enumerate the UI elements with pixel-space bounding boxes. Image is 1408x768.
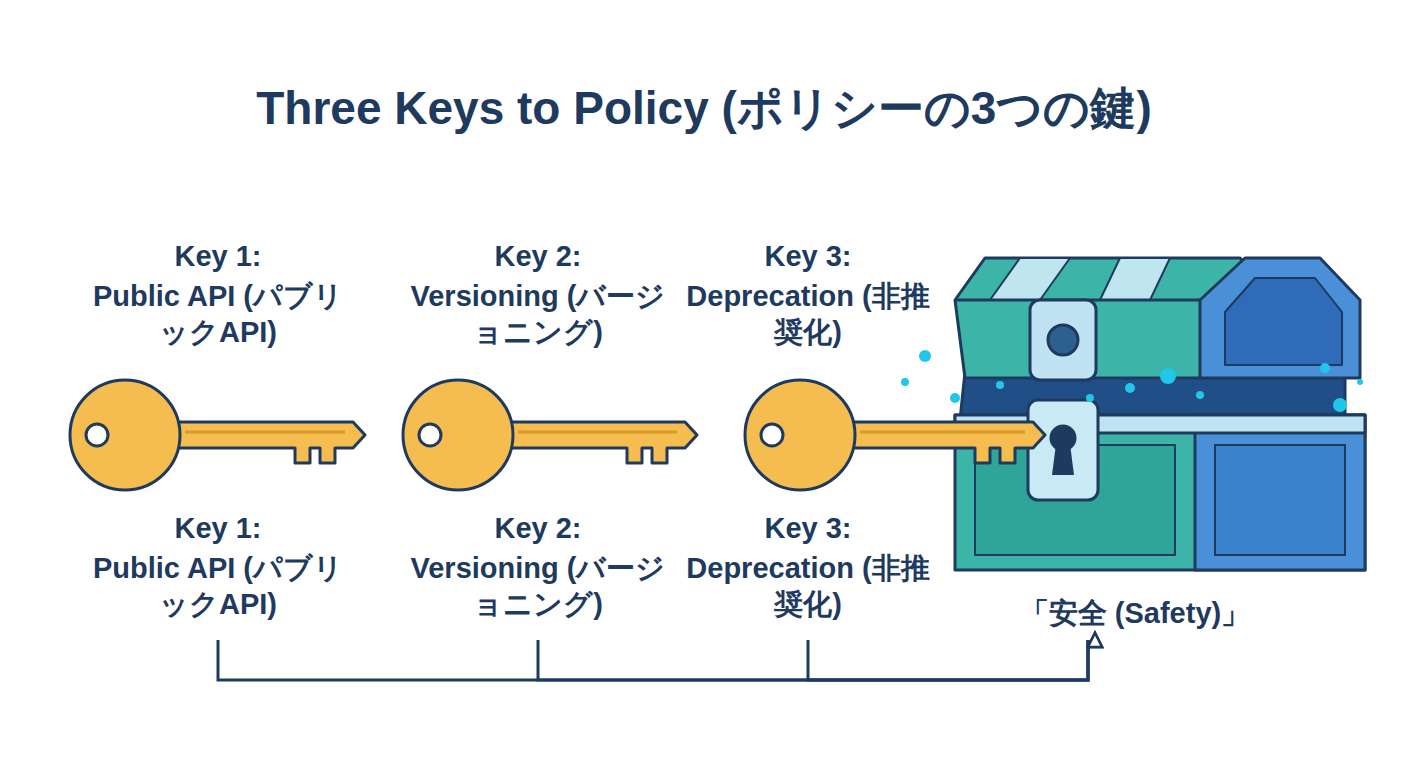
key-label: Deprecation (非推奨化)	[673, 278, 943, 350]
key-label: Versioning (バージョニング)	[403, 550, 673, 622]
key-label: Public API (パブリックAPI)	[83, 278, 353, 350]
key-label: Public API (パブリックAPI)	[83, 550, 353, 622]
key-heading: Key 1:	[68, 238, 368, 274]
key-label: Deprecation (非推奨化)	[673, 550, 943, 622]
key-heading: Key 3:	[658, 238, 958, 274]
key-heading: Key 3:	[658, 510, 958, 546]
key-label: Versioning (バージョニング)	[403, 278, 673, 350]
key-illustration	[658, 375, 1078, 505]
key-node: Key 2: Versioning (バージョニング) Key 2: Versioni…	[388, 230, 688, 640]
key-heading: Key 1:	[68, 510, 368, 546]
key-node: Key 3: Deprecation (非推奨化) Key 3: Deprecatio…	[658, 230, 958, 640]
bracket-connector	[218, 640, 1088, 680]
key-heading: Key 2:	[388, 510, 688, 546]
bracket-connector	[538, 640, 1088, 680]
chest-label: 「安全 (Safety)」	[950, 595, 1320, 631]
bracket-connector	[808, 640, 1088, 680]
key-node: Key 1: Public API (パブリックAPI) Key 1: Public …	[68, 230, 368, 640]
key-heading: Key 2:	[388, 238, 688, 274]
diagram-title: Three Keys to Policy (ポリシーの3つの鍵)	[0, 78, 1408, 140]
